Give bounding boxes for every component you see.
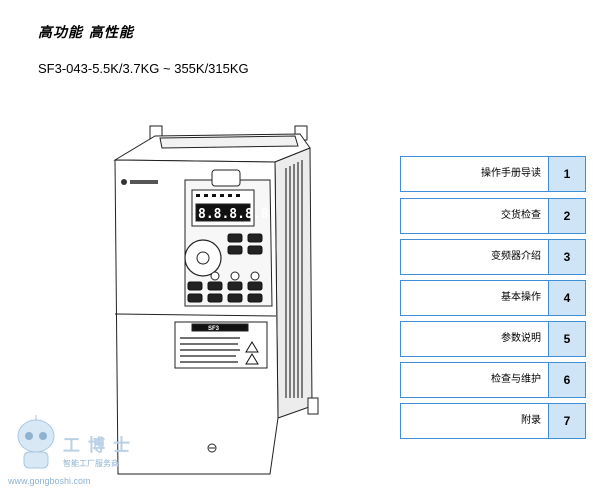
chapter-number-badge: 7 (548, 404, 585, 438)
watermark-url: www.gongboshi.com (8, 476, 91, 486)
toc-item-reading-guide[interactable]: 操作手册导读 1 (400, 156, 586, 192)
chapter-number-badge: 1 (548, 157, 585, 191)
inverter-illustration: 8.8.8.8.8 SF3 (113, 125, 319, 475)
led-digits: 8.8.8.8.8 (198, 207, 269, 222)
watermark: 工博士 智能工厂服务商 www.gongboshi.com (8, 414, 168, 498)
toc-item-parameters[interactable]: 参数说明 5 (400, 321, 586, 357)
watermark-brand: 工博士 (63, 436, 138, 456)
watermark-tagline: 智能工厂服务商 (63, 459, 119, 468)
chapter-number-badge: 2 (548, 199, 585, 233)
toc-item-label: 操作手册导读 (481, 168, 541, 179)
label-model-text: SF3 (208, 326, 220, 332)
page-title: 高功能 高性能 (38, 25, 134, 41)
model-range-subtitle: SF3-043-5.5K/3.7KG ~ 355K/315KG (38, 61, 249, 76)
chapter-number-badge: 6 (548, 363, 585, 397)
toc-item-label: 检查与维护 (491, 374, 541, 385)
robot-mascot-icon (17, 415, 55, 469)
chapter-number-badge: 4 (548, 281, 585, 315)
toc-item-label: 附录 (521, 415, 541, 426)
toc-item-basic-operation[interactable]: 基本操作 4 (400, 280, 586, 316)
toc-item-delivery-check[interactable]: 交货检查 2 (400, 198, 586, 234)
toc-item-maintenance[interactable]: 检查与维护 6 (400, 362, 586, 398)
toc-item-label: 参数说明 (501, 333, 541, 344)
chapter-number-badge: 5 (548, 322, 585, 356)
toc-item-inverter-intro[interactable]: 变频器介绍 3 (400, 239, 586, 275)
toc-item-label: 交货检查 (501, 210, 541, 221)
toc-item-appendix[interactable]: 附录 7 (400, 403, 586, 439)
chapter-number-badge: 3 (548, 240, 585, 274)
toc-item-label: 基本操作 (501, 292, 541, 303)
toc-item-label: 变频器介绍 (491, 251, 541, 262)
